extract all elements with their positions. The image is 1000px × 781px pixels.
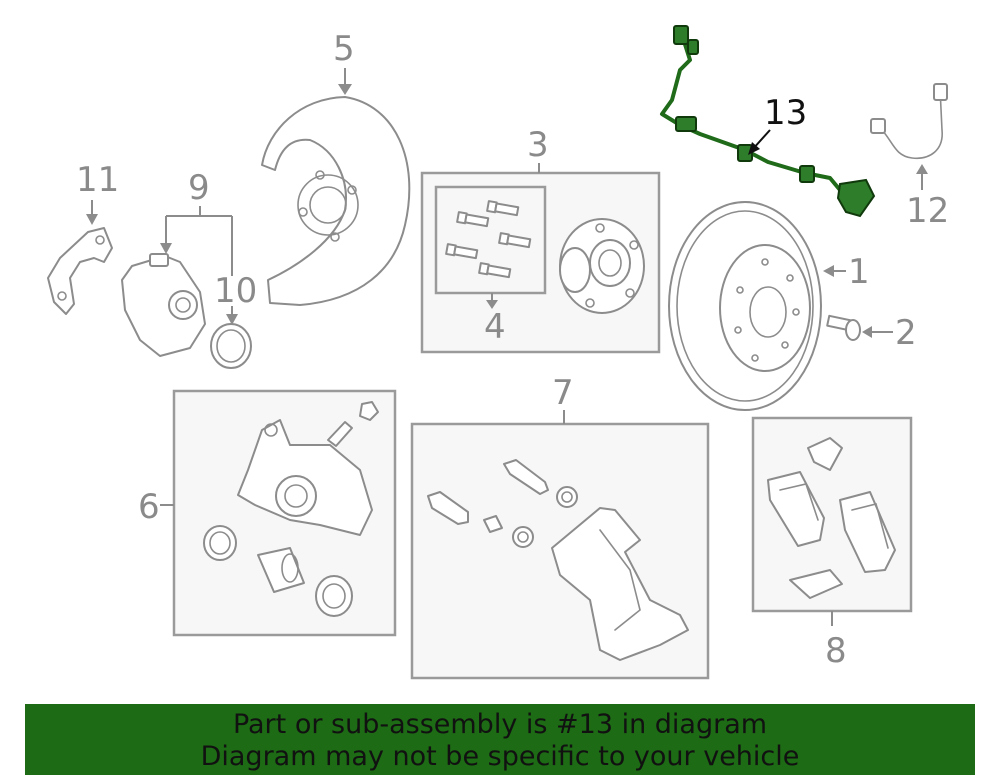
callout-12: 12	[906, 191, 949, 231]
part-4-hub-bolts	[445, 200, 532, 279]
leader-5-arrow	[338, 84, 352, 95]
leader-12-arrow	[916, 164, 928, 174]
part-2-rotor-screw	[826, 314, 861, 341]
callout-11: 11	[76, 160, 119, 200]
leader-13-arrow	[748, 142, 760, 155]
callout-5: 5	[333, 29, 355, 69]
part-8-brake-pads	[767, 437, 896, 599]
parts-diagram: 5 3 4 1	[47, 25, 949, 680]
leader-4-arrow	[486, 300, 498, 309]
callout-7: 7	[552, 373, 574, 413]
callout-13: 13	[764, 93, 807, 133]
banner-line-1: Part or sub-assembly is #13 in diagram	[232, 709, 768, 740]
part-10-o-ring	[210, 323, 252, 369]
harness-connector-top	[673, 25, 689, 45]
leader-2-arrow	[862, 326, 872, 338]
part-1-brake-rotor	[668, 201, 822, 411]
callout-10: 10	[214, 271, 257, 311]
part-6-caliper	[203, 401, 379, 617]
callout-8: 8	[825, 631, 847, 671]
leader-10-arrow	[226, 314, 238, 325]
part-9-parking-brake-actuator	[121, 253, 206, 357]
banner-line-2: Diagram may not be specific to your vehi…	[200, 741, 800, 772]
harness-sensor-end	[836, 178, 876, 218]
part-12-brake-hose	[870, 83, 948, 159]
part-13-abs-sensor-harness	[660, 25, 876, 218]
part-3-hub-bearing	[559, 218, 645, 314]
callout-6: 6	[138, 487, 160, 527]
part-11-bracket	[47, 227, 113, 315]
callout-4: 4	[484, 307, 506, 347]
callout-2: 2	[895, 313, 917, 353]
callout-1: 1	[848, 252, 870, 292]
info-banner: Part or sub-assembly is #13 in diagram D…	[25, 704, 975, 775]
part-7-bracket-and-pins	[427, 459, 689, 661]
part-5-dust-shield	[261, 96, 411, 306]
leader-1-arrow	[823, 265, 834, 277]
callout-3: 3	[527, 125, 549, 165]
callout-9: 9	[188, 168, 210, 208]
leader-9	[165, 206, 233, 276]
leader-9-arrow	[160, 243, 172, 254]
leader-11-arrow	[86, 214, 98, 225]
